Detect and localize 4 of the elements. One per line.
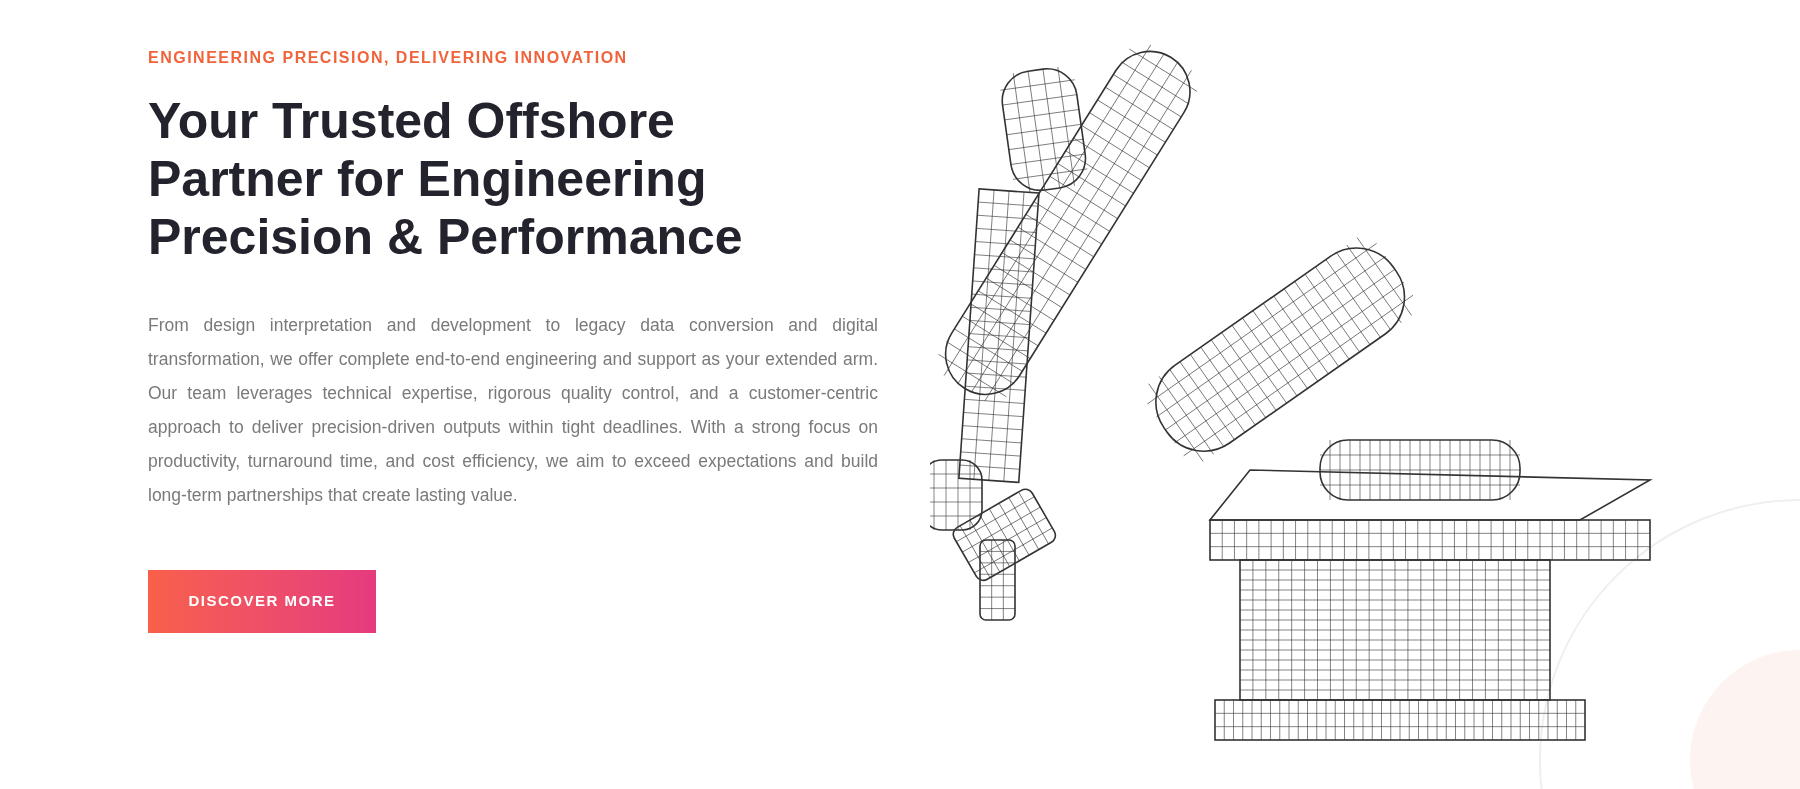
description-paragraph: From design interpretation and development to legacy data conversion and digital transformation, we offer complete end-to-end engineering and support as your extended arm. Our team leverages technical expertise, rigorous quality control, and a customer-centric approach to deliver precision-driven outputs within tight deadlines. With a strong focus on productivity, turnaround time, and cost efficiency, we aim to exceed expectations and build long-term partnerships that create lasting value.: [148, 314, 878, 507]
discover-more-button: DISCOVER MORE: [148, 570, 376, 633]
eyebrow-text: ENGINEERING PRECISION, DELIVERING INNOVATION: [148, 48, 629, 68]
heading: Your Trusted Offshore Partner for Engineering Precision & Performance: [148, 92, 744, 266]
